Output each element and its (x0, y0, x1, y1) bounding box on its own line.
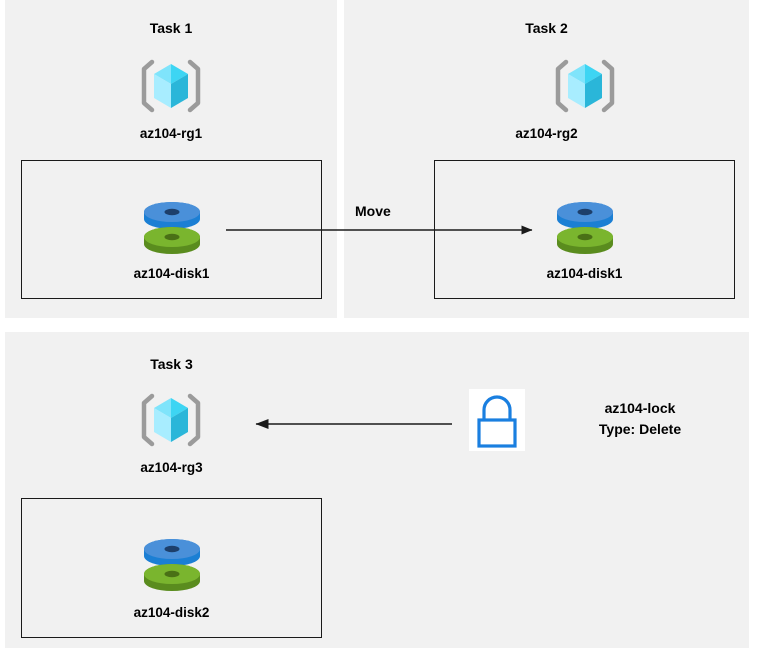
resource-group-icon (554, 56, 616, 116)
resource-group-label-1: az104-rg1 (139, 126, 203, 141)
managed-disk-icon (554, 200, 616, 258)
resource-group-label-2: az104-rg2 (515, 126, 578, 141)
task-2-title: Task 2 (525, 20, 568, 36)
lock-name: az104-lock (604, 400, 676, 416)
task-1-title: Task 1 (149, 20, 193, 36)
resource-label-3: az104-disk2 (133, 605, 210, 620)
task-3-title: Task 3 (150, 356, 193, 372)
lock-type: Type: Delete (598, 421, 682, 437)
lock-caption: az104-lock Type: Delete (540, 398, 740, 440)
resource-group-icon (140, 56, 202, 116)
resource-group-label-3: az104-rg3 (140, 460, 203, 475)
resource-label-1: az104-disk1 (133, 266, 210, 281)
lock-icon (469, 389, 525, 451)
managed-disk-icon (141, 537, 203, 595)
managed-disk-icon (141, 200, 203, 258)
resource-label-2: az104-disk1 (546, 266, 623, 281)
resource-group-icon (140, 390, 202, 450)
move-arrow-label: Move (355, 203, 391, 219)
